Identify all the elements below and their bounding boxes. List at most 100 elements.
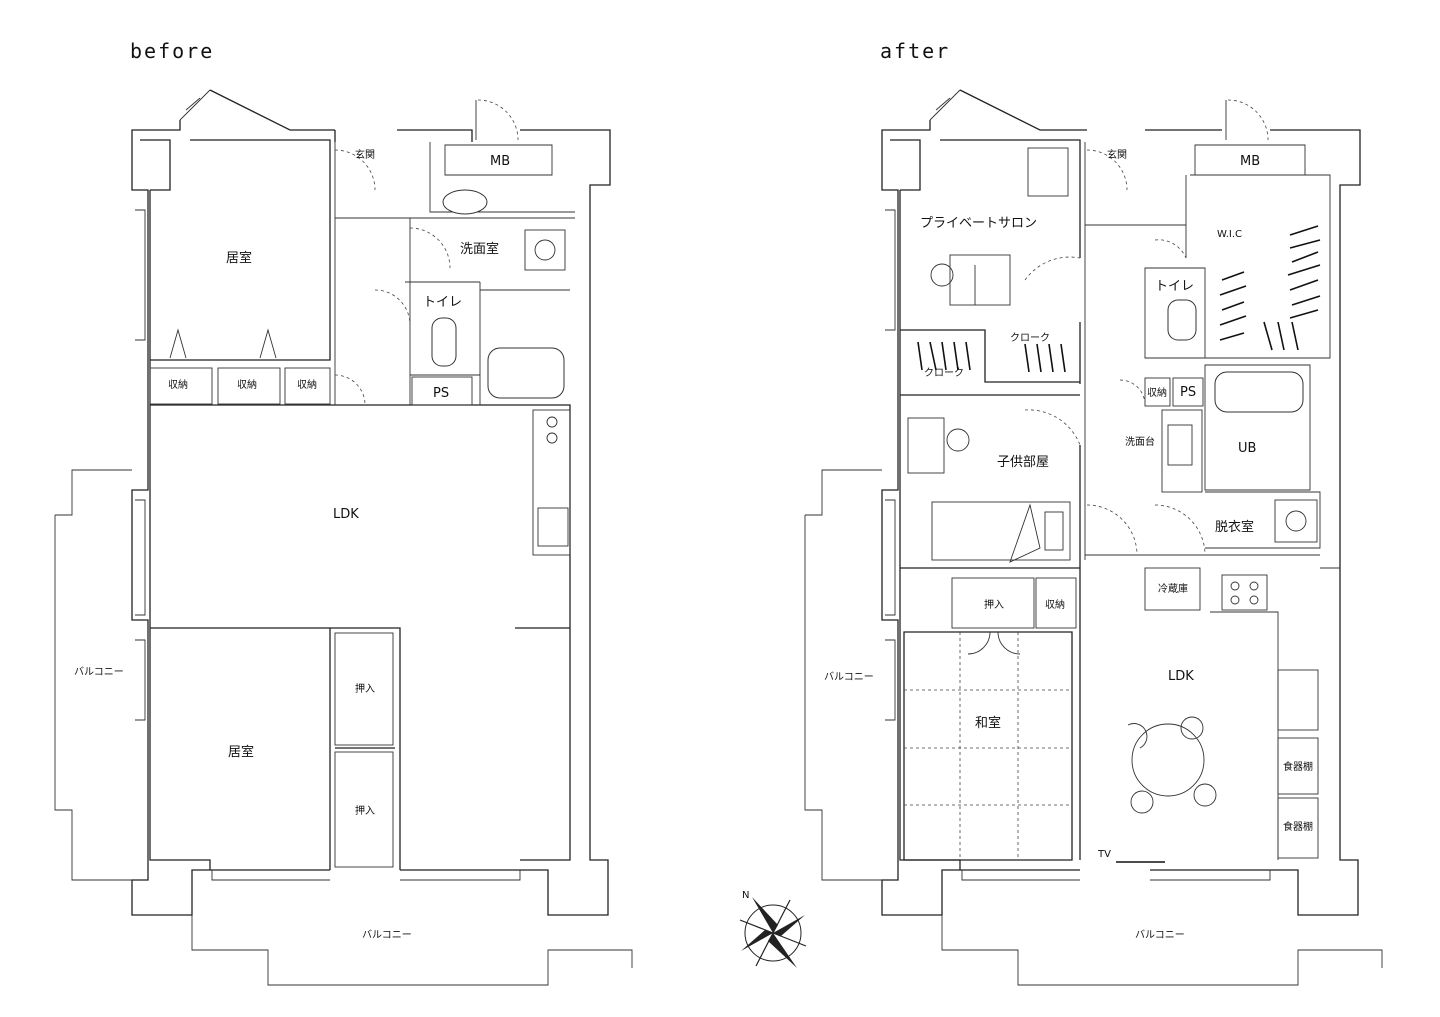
before-oshiire-box-2: [334, 751, 394, 868]
after-ps-label: PS: [1180, 385, 1196, 400]
after-datsui-label: 脱衣室: [1215, 519, 1254, 535]
after-cloak-clothes: [917, 341, 1066, 373]
after-toilet-fixture: [1167, 299, 1197, 341]
after-genkan-label: 玄関: [1107, 148, 1127, 161]
before-ps-box: [411, 376, 473, 406]
before-washing-machine: [524, 229, 566, 271]
after-storage-box: [1144, 377, 1171, 407]
before-ldk-label: LDK: [333, 507, 359, 522]
after-person-icon: [1130, 790, 1154, 814]
before-room-bottom-label: 居室: [228, 744, 254, 760]
before-kitchen-counter: [532, 409, 571, 556]
before-stove-burner: [546, 416, 558, 428]
after-bottom-windows: [961, 870, 1271, 881]
before-genkan-label: 玄関: [355, 148, 375, 161]
after-washing-machine-drum: [1285, 510, 1307, 532]
after-cloak-label-2: クローク: [924, 367, 964, 379]
after-sink: [1277, 669, 1319, 731]
after-storage2-label: 収納: [1045, 598, 1065, 611]
after-toilet-walls: [1084, 225, 1206, 560]
after-stove-burner: [1249, 581, 1259, 591]
before-door-swings: [334, 99, 519, 406]
before-doors: [179, 89, 477, 140]
before-bottom-windows: [211, 870, 521, 881]
after-kids-bed-blanket: [1009, 503, 1041, 563]
after-stove-burner: [1230, 581, 1240, 591]
compass-rays: [739, 899, 807, 967]
after-washing-machine: [1274, 499, 1318, 543]
before-bathtub: [487, 347, 565, 399]
after-kitchen-counter: [1210, 611, 1279, 860]
compass-ring: [744, 904, 802, 962]
after-dining-table: [1131, 723, 1205, 797]
after-tv-label: TV: [1097, 849, 1111, 860]
after-balcony-bottom-label: バルコニー: [1135, 929, 1185, 941]
after-kids-bed-pillow: [1044, 511, 1064, 551]
after-vanity: [1161, 409, 1203, 493]
after-person-icon: [946, 428, 970, 452]
after-salon-label: プライベートサロン: [920, 216, 1037, 231]
after-bathtub: [1214, 371, 1304, 413]
after-salon-chair: [1027, 147, 1069, 197]
after-cloak-label-1: クローク: [1010, 332, 1050, 344]
before-plan: before: [54, 39, 633, 986]
after-kids-bed: [931, 501, 1071, 561]
compass-rose: N: [739, 890, 807, 968]
after-oshiire-label: 押入: [984, 598, 1004, 611]
after-plan: after: [804, 39, 1383, 986]
before-storage-label-1: 収納: [168, 378, 188, 391]
after-west-room-walls: [900, 329, 1080, 569]
after-door-swings: [1024, 99, 1269, 556]
before-washbasin: [442, 189, 488, 215]
after-windows-left: [885, 209, 896, 721]
before-outer-wall: [131, 89, 611, 916]
before-senmen-label: 洗面室: [460, 241, 499, 257]
after-oshiire-box: [951, 577, 1035, 629]
before-bedroom-walls: [150, 627, 570, 870]
before-side-balcony: [54, 469, 132, 881]
before-storage-label-2: 収納: [237, 378, 257, 391]
after-cupboard-1: [1277, 737, 1319, 795]
after-inner-wall: [890, 139, 961, 870]
after-wic-clothes: [1219, 225, 1321, 351]
after-ub-label: UB: [1238, 441, 1256, 456]
before-oshiire-label-1: 押入: [355, 682, 375, 695]
after-shokki-label-1: 食器棚: [1283, 760, 1313, 773]
after-person-icon: [1180, 716, 1204, 740]
after-mb-box: [1194, 144, 1306, 176]
after-side-balcony: [804, 469, 882, 881]
after-person-icon: [930, 263, 954, 287]
after-storage2-box: [1035, 577, 1077, 629]
after-kids-desk: [907, 417, 945, 474]
after-dining-chair: [1127, 723, 1148, 749]
after-ldk-label: LDK: [1168, 669, 1194, 684]
after-fridge-box: [1144, 567, 1201, 611]
before-oshiire-label-2: 押入: [355, 804, 375, 817]
after-ps-box: [1172, 377, 1204, 407]
after-washitsu-doors: [967, 631, 1021, 655]
after-tatami-grid: [904, 632, 1072, 860]
before-closet-doors: [169, 328, 277, 359]
before-wet-walls: [405, 142, 575, 405]
after-washitsu-walls: [903, 631, 1073, 861]
after-title: after: [880, 39, 950, 63]
after-person-icon: [1193, 783, 1217, 807]
after-bottom-balcony: [941, 915, 1383, 986]
after-toilet-label: トイレ: [1155, 279, 1194, 294]
before-storage-box-2: [217, 367, 281, 405]
after-cupboard-2: [1277, 797, 1319, 859]
before-balcony-bottom-label: バルコニー: [362, 929, 412, 941]
before-washing-machine-drum: [534, 239, 556, 261]
after-shokki-label-2: 食器棚: [1283, 820, 1313, 833]
before-balcony-side-label: バルコニー: [74, 666, 124, 678]
before-bottom-balcony: [191, 915, 633, 986]
before-storage-box-3: [284, 367, 331, 405]
after-stove-burner: [1230, 595, 1240, 605]
after-washitsu-label: 和室: [975, 715, 1001, 731]
after-mb-label: MB: [1240, 154, 1260, 169]
before-toilet-fixture: [431, 317, 457, 367]
before-sink: [537, 507, 569, 547]
before-room-top-label: 居室: [226, 250, 252, 266]
after-fridge-label: 冷蔵庫: [1158, 582, 1188, 595]
before-room-walls: [150, 139, 571, 861]
